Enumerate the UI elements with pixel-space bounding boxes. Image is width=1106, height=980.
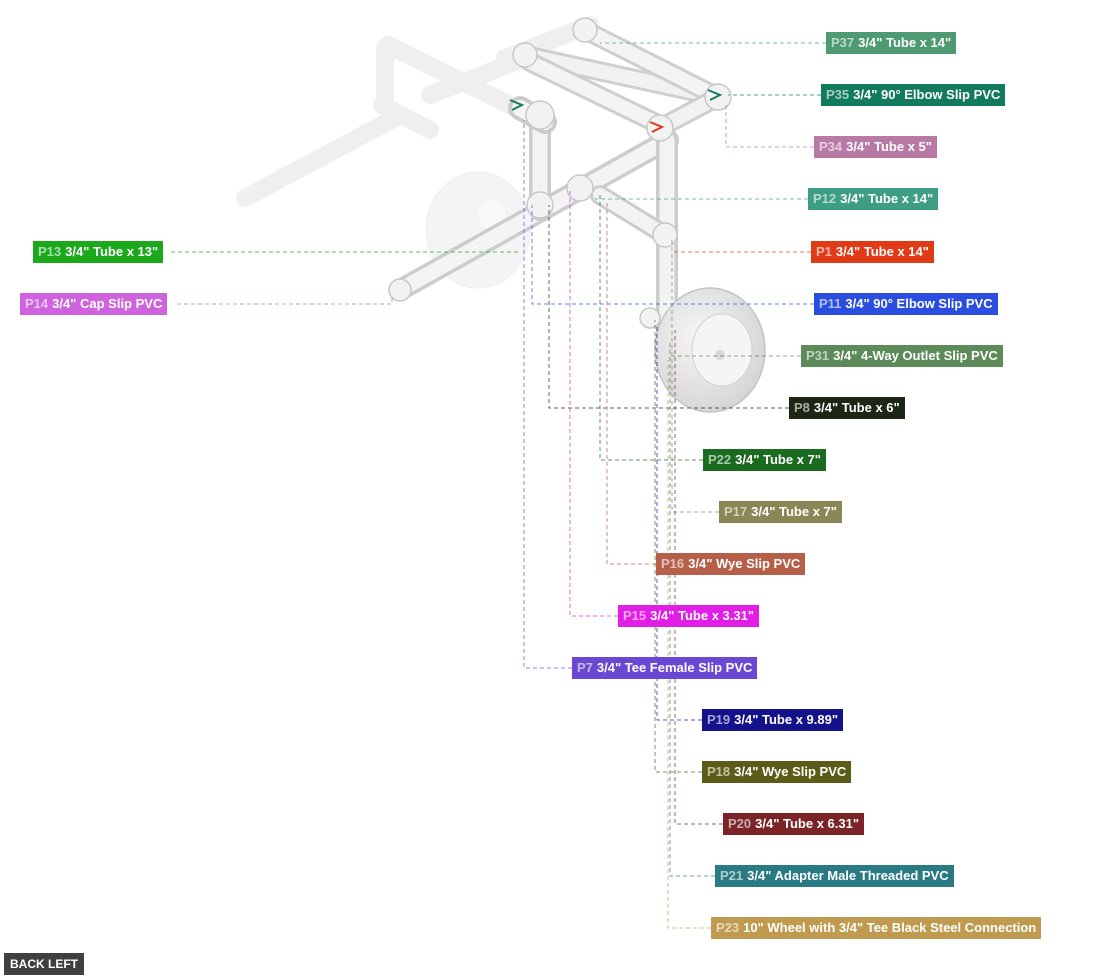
part-id: P35 [826, 87, 850, 102]
part-description: 3/4" Cap Slip PVC [52, 296, 163, 311]
front-wheel [654, 287, 766, 413]
leader-p20 [674, 330, 723, 825]
part-id: P12 [813, 191, 837, 206]
part-description: 3/4" Tube x 6" [813, 400, 900, 415]
part-id: P15 [623, 608, 647, 623]
part-description: 3/4" Adapter Male Threaded PVC [747, 868, 949, 883]
part-description: 3/4" 90° Elbow Slip PVC [853, 87, 1001, 102]
part-description: 3/4" Tube x 14" [858, 35, 952, 50]
part-id: P22 [708, 452, 732, 467]
part-description: 3/4" Tube x 6.31" [755, 816, 859, 831]
leader-p23 [667, 360, 711, 929]
part-id: P20 [728, 816, 752, 831]
part-id: P31 [806, 348, 830, 363]
part-id: P18 [707, 764, 731, 779]
view-label-button[interactable]: BACK LEFT [4, 953, 84, 975]
part-id: P17 [724, 504, 748, 519]
leader-p22 [599, 192, 703, 461]
part-description: 3/4" Tube x 14" [840, 191, 934, 206]
part-id: P21 [720, 868, 744, 883]
part-description: 3/4" Tube x 7" [735, 452, 821, 467]
leader-p14 [177, 296, 393, 305]
part-description: 3/4" Tee Female Slip PVC [596, 660, 753, 675]
part-id: P16 [661, 556, 685, 571]
part-id: P23 [716, 920, 740, 935]
part-id: P34 [819, 139, 843, 154]
leader-p18 [654, 320, 702, 773]
leader-lines [171, 42, 826, 929]
part-id: P37 [831, 35, 855, 50]
part-description: 3/4" Tube x 13" [65, 244, 159, 259]
leader-p11 [531, 205, 814, 305]
part-id: P8 [794, 400, 810, 415]
part-id: P19 [707, 712, 731, 727]
leader-p15 [569, 188, 618, 617]
part-id: P7 [577, 660, 593, 675]
part-description: 3/4" 4-Way Outlet Slip PVC [833, 348, 998, 363]
part-id: P13 [38, 244, 62, 259]
leader-p8 [548, 205, 789, 409]
part-description: 3/4" Wye Slip PVC [734, 764, 847, 779]
leader-p7 [523, 120, 572, 669]
part-id: P11 [819, 296, 842, 311]
part-id: P14 [25, 296, 49, 311]
leader-p34 [725, 102, 814, 148]
leader-p17 [671, 240, 719, 513]
part-description: 3/4" Tube x 5" [846, 139, 932, 154]
part-description: 3/4" Tube x 3.31" [650, 608, 754, 623]
part-description: 3/4" Wye Slip PVC [688, 556, 801, 571]
part-description: 3/4" Tube x 7" [751, 504, 837, 519]
leader-p19 [656, 325, 702, 721]
direction-arrows [509, 89, 723, 133]
leader-p16 [606, 200, 656, 565]
part-description: 3/4" 90° Elbow Slip PVC [845, 296, 993, 311]
leader-p21 [669, 340, 715, 877]
part-description: 10" Wheel with 3/4" Tee Black Steel Conn… [743, 920, 1037, 935]
part-description: 3/4" Tube x 14" [835, 244, 929, 259]
part-id: P1 [816, 244, 832, 259]
part-description: 3/4" Tube x 9.89" [734, 712, 838, 727]
